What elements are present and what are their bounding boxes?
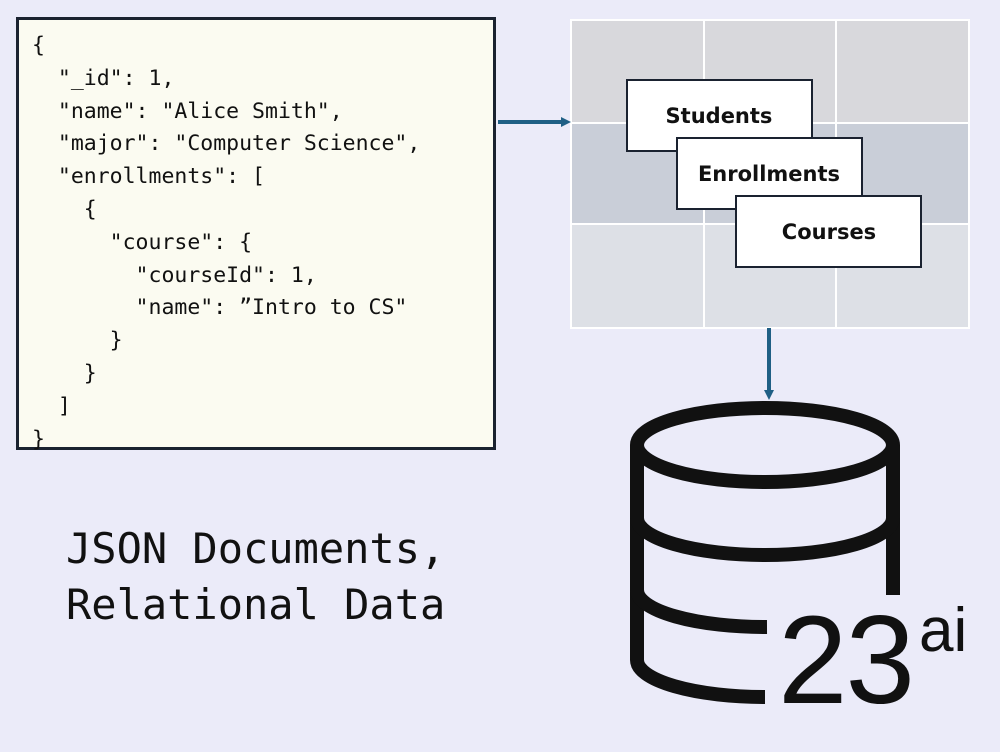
json-line: "course": { xyxy=(32,229,253,255)
json-line: "name": "Alice Smith", xyxy=(32,98,343,124)
database-version-number: 23 xyxy=(778,591,915,730)
json-line: "_id": 1, xyxy=(32,65,175,91)
table-courses: Courses xyxy=(735,195,922,268)
json-line: "name": ”Intro to CS" xyxy=(32,295,408,321)
json-line: } xyxy=(32,426,45,452)
caption-line-2: Relational Data xyxy=(66,580,446,629)
table-enrollments-label: Enrollments xyxy=(698,162,840,186)
table-courses-box xyxy=(735,195,922,268)
table-students-label: Students xyxy=(666,104,773,128)
caption-line-1: JSON Documents, xyxy=(66,524,446,573)
json-line: { xyxy=(32,33,45,58)
table-courses-label: Courses xyxy=(782,220,876,244)
database-icon xyxy=(630,401,900,704)
database-top-ellipse xyxy=(630,401,900,489)
json-document-panel: { "_id": 1, "name": "Alice Smith", "majo… xyxy=(16,17,496,452)
json-line: "courseId": 1, xyxy=(32,262,317,288)
json-line: ] xyxy=(32,393,71,419)
json-document-code: { "_id": 1, "name": "Alice Smith", "majo… xyxy=(19,20,493,456)
database-version-suffix: ai xyxy=(919,596,968,665)
json-line: { xyxy=(32,196,97,222)
json-line: "enrollments": [ xyxy=(32,164,265,190)
database-left-side xyxy=(630,445,766,704)
database-version-label: 23 ai xyxy=(778,598,967,723)
database-band-1 xyxy=(630,517,900,562)
json-line: } xyxy=(32,360,97,386)
json-line: } xyxy=(32,328,123,354)
database-band-2 xyxy=(630,589,768,635)
caption: JSON Documents, Relational Data xyxy=(66,521,445,633)
json-line: "major": "Computer Science", xyxy=(32,131,421,157)
